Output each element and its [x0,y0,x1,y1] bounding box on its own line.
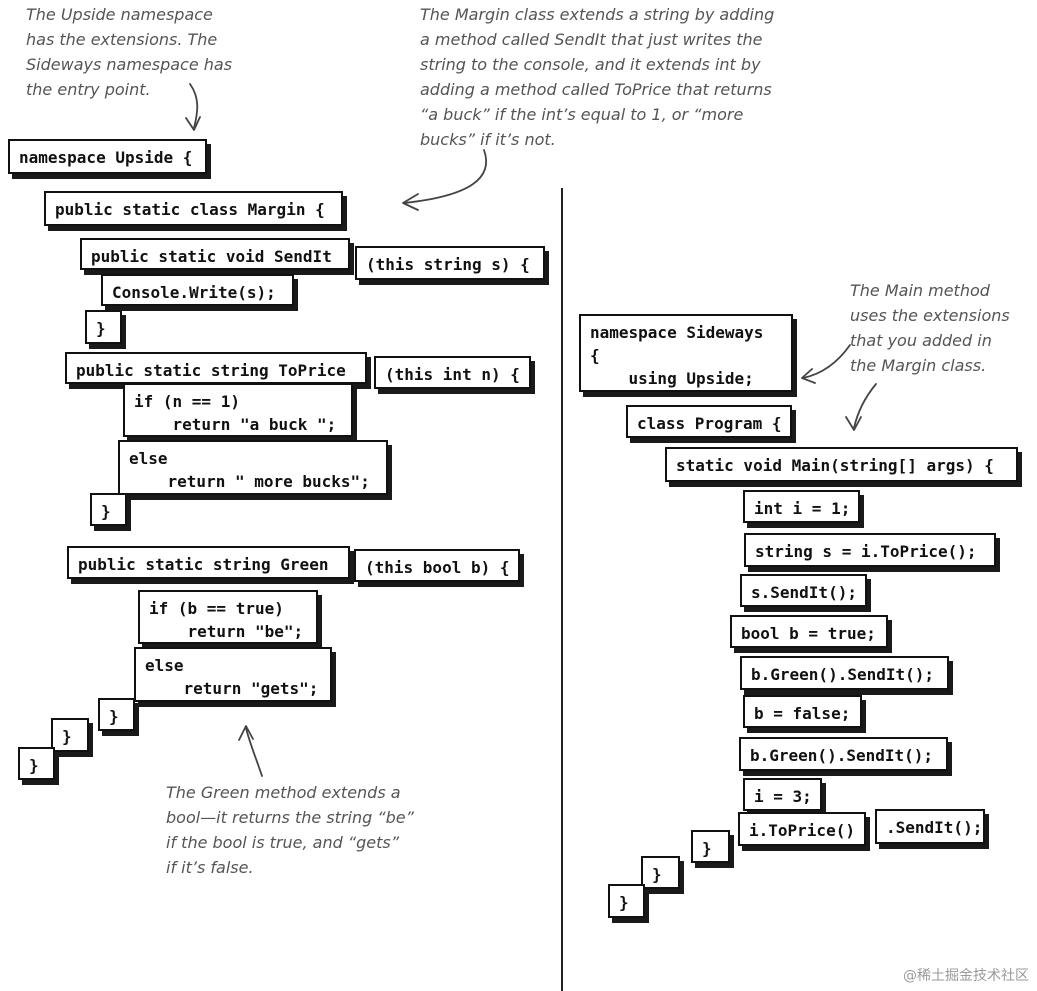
console-write-block: Console.Write(s); [101,274,294,306]
green-closing-brace: } [98,698,135,731]
sendit-call-block: s.SendIt(); [740,574,867,607]
margin-class-closing-brace: } [51,718,89,752]
main-closing-brace: } [691,830,730,863]
toprice-parameter-block: (this int n) { [374,356,531,389]
int-assignment-block: int i = 1; [743,490,860,523]
green-if-block: if (b == true) return "be"; [138,590,318,644]
upside-namespace-note: The Upside namespace has the extensions.… [26,5,233,99]
green-method-note: The Green method extends a bool—it retur… [166,783,414,877]
sendit-closing-brace: } [85,310,122,344]
sendit-parameter-block: (this string s) { [355,246,545,280]
main-method-block: static void Main(string[] args) { [665,447,1018,482]
toprice-call-block: i.ToPrice() [738,812,866,846]
green-note-arrow [238,725,263,777]
green-sendit-call-block-1: b.Green().SendIt(); [740,656,949,690]
toprice-else-block: else return " more bucks"; [118,440,388,495]
sideways-namespace-block: namespace Sideways { using Upside; [579,314,793,392]
program-class-block: class Program { [626,405,792,438]
toprice-if-block: if (n == 1) return "a buck "; [123,383,353,437]
program-closing-brace: } [641,856,680,889]
main-method-note: The Main method uses the extensions that… [850,281,1010,375]
toprice-signature-block: public static string ToPrice [65,352,367,384]
main-note-sideways-arrow [801,344,851,384]
toprice-closing-brace: } [90,493,127,526]
int-reassignment-block: i = 3; [743,778,822,811]
bool-assignment-block: bool b = true; [730,615,888,648]
upside-namespace-block: namespace Upside { [8,139,207,174]
green-signature-block: public static string Green [67,546,350,579]
sendit-signature-block: public static void SendIt [80,238,350,270]
main-note-method-arrow [845,383,877,431]
string-assignment-block: string s = i.ToPrice(); [744,533,996,567]
green-sendit-call-block-2: b.Green().SendIt(); [739,737,948,771]
chained-sendit-call-block: .SendIt(); [875,809,985,844]
column-divider [561,188,563,991]
green-else-block: else return "gets"; [134,647,332,702]
margin-class-block: public static class Margin { [44,191,343,226]
green-parameter-block: (this bool b) { [354,549,520,582]
margin-class-note: The Margin class extends a string by add… [420,5,775,149]
sideways-closing-brace: } [608,884,645,918]
watermark: @稀土掘金技术社区 [903,968,1029,984]
margin-note-arrow [402,149,488,211]
bool-false-assignment-block: b = false; [743,695,862,728]
upside-namespace-closing-brace: } [18,747,55,780]
